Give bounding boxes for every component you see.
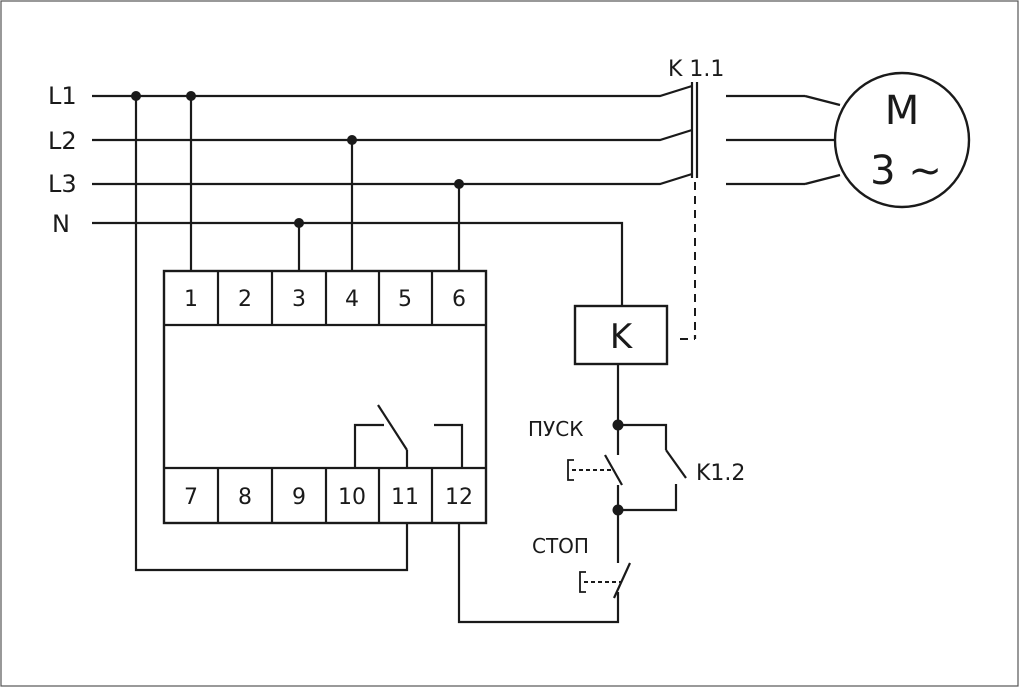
label-n: N <box>52 210 70 238</box>
terminal-6: 6 <box>452 287 466 312</box>
wire-l1 <box>92 84 693 98</box>
motor-phase: 3 ~ <box>870 148 942 194</box>
stop-button-actuator <box>579 571 586 593</box>
label-l1: L1 <box>48 82 77 110</box>
terminal-3: 3 <box>292 287 306 312</box>
start-button-blade <box>604 454 623 486</box>
terminal-10: 10 <box>338 485 366 510</box>
coil-label: K <box>610 317 634 357</box>
terminal-2: 2 <box>238 287 252 312</box>
label-l3: L3 <box>48 170 77 198</box>
wire-n <box>92 221 624 306</box>
terminal-7: 7 <box>184 485 198 510</box>
terminal-1: 1 <box>184 287 198 312</box>
aux-contact-blade <box>665 449 687 479</box>
relay-contact-blade <box>377 404 408 451</box>
terminal-9: 9 <box>292 485 306 510</box>
wire-l3 <box>92 172 693 186</box>
motor-symbol: M <box>885 88 920 134</box>
relay-contact-left <box>353 423 384 468</box>
wire-terminal-12-to-stop <box>457 523 620 624</box>
relay-contact-right <box>434 423 464 468</box>
terminal-4: 4 <box>345 287 359 312</box>
terminal-8: 8 <box>238 485 252 510</box>
supply-lines <box>92 84 693 306</box>
start-button-actuator <box>567 459 574 481</box>
start-button-label: ПУСК <box>528 417 583 441</box>
wire-l1-to-terminal-11 <box>134 96 409 572</box>
aux-contact-label: K1.2 <box>696 461 745 486</box>
control-circuit <box>567 364 687 599</box>
terminal-11: 11 <box>391 485 419 510</box>
control-relay: 1 2 3 4 5 6 7 8 9 10 11 12 <box>162 269 488 525</box>
stop-button-blade <box>612 562 632 599</box>
label-l2: L2 <box>48 127 77 155</box>
wire-l2 <box>92 128 693 142</box>
terminal-12: 12 <box>445 485 473 510</box>
contactor-coil <box>573 304 669 366</box>
relay-supply-wiring <box>134 96 620 624</box>
main-contacts-label: K 1.1 <box>668 57 724 82</box>
terminal-5: 5 <box>398 287 412 312</box>
stop-button-label: СТОП <box>532 534 589 558</box>
motor-circle <box>833 71 971 209</box>
main-contacts <box>680 82 841 340</box>
